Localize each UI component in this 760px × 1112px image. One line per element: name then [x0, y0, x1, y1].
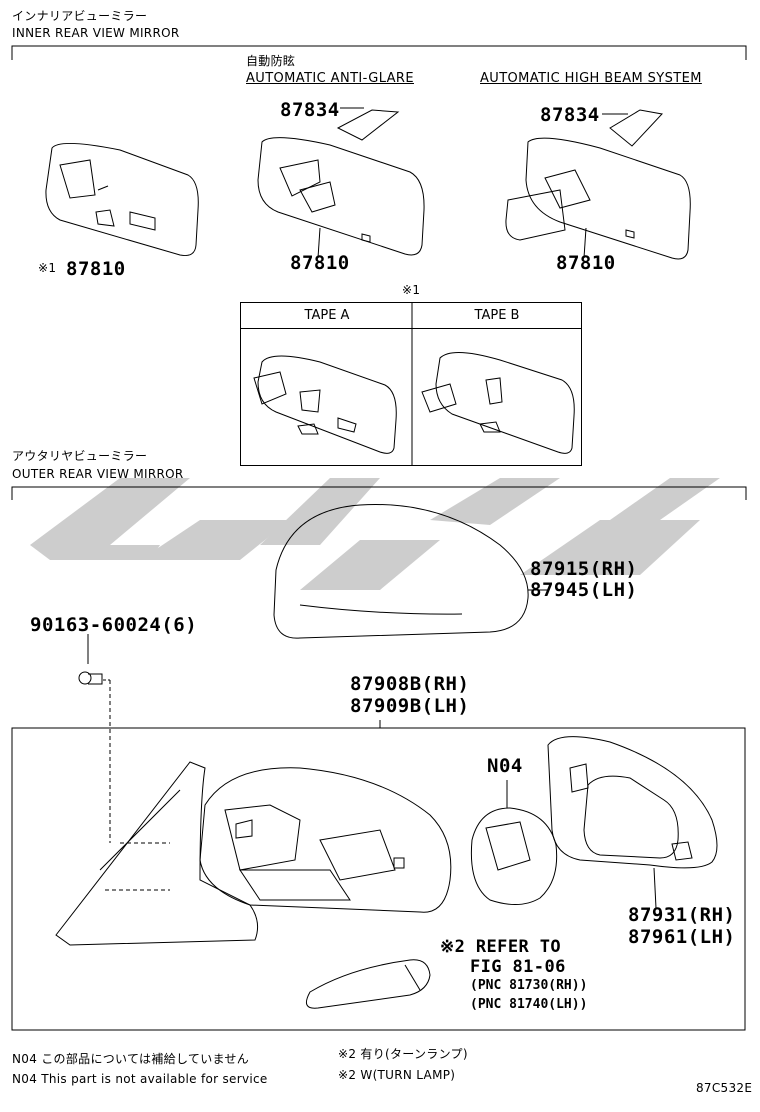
assembly-part-lh: 87909B(LH) — [350, 695, 470, 717]
cover-outline — [273, 504, 529, 639]
basic-mirror-part: 87810 — [66, 258, 126, 280]
note-n04-jp: N04 この部品については補給していません — [12, 1052, 250, 1066]
outer-title-jp: アウタリヤビューミラー — [12, 449, 148, 463]
cover-part-rh: 87915(RH) — [530, 558, 638, 580]
high-beam-label: AUTOMATIC HIGH BEAM SYSTEM — [480, 71, 702, 86]
outer-section-bracket — [11, 486, 747, 500]
reference-line-2: FIG 81-06 — [470, 957, 566, 977]
tape-a-header: TAPE A — [241, 303, 413, 329]
anti-glare-label-jp: 自動防眩 — [246, 54, 296, 68]
basic-mirror-marker: ※1 — [38, 261, 57, 275]
tape-table-marker: ※1 — [402, 283, 421, 297]
glass-part-lh: 87961(LH) — [628, 926, 736, 948]
screw-part: 90163-60024(6) — [30, 614, 198, 636]
note-m2-jp: ※2 有り(ターンランプ) — [338, 1047, 468, 1061]
figure-code: 87C532E — [696, 1081, 753, 1095]
cover-part-lh: 87945(LH) — [530, 579, 638, 601]
reference-line-3: (PNC 81730(RH)) — [470, 978, 588, 993]
anti-glare-cover-part: 87834 — [280, 99, 340, 121]
high-beam-cover-part: 87834 — [540, 104, 600, 126]
outer-title-en: OUTER REAR VIEW MIRROR — [12, 467, 184, 481]
reference-line-1: ※2 REFER TO — [440, 937, 561, 957]
n04-part: N04 — [487, 755, 523, 777]
note-n04-en: N04 This part is not available for servi… — [12, 1072, 268, 1086]
assembly-part-rh: 87908B(RH) — [350, 673, 470, 695]
anti-glare-mirror-part: 87810 — [290, 252, 350, 274]
tape-table: TAPE A TAPE B — [240, 302, 582, 466]
assembly-box — [11, 720, 746, 1031]
tape-b-header: TAPE B — [413, 303, 581, 329]
reference-line-4: (PNC 81740(LH)) — [470, 997, 588, 1012]
watermark-logo — [30, 478, 720, 590]
inner-section-bracket — [11, 45, 747, 60]
inner-title-en: INNER REAR VIEW MIRROR — [12, 26, 180, 40]
inner-title-jp: インナリアビューミラー — [12, 9, 148, 23]
anti-glare-label-en: AUTOMATIC ANTI-GLARE — [246, 71, 414, 86]
high-beam-mirror-part: 87810 — [556, 252, 616, 274]
glass-part-rh: 87931(RH) — [628, 904, 736, 926]
note-m2-en: ※2 W(TURN LAMP) — [338, 1068, 456, 1082]
